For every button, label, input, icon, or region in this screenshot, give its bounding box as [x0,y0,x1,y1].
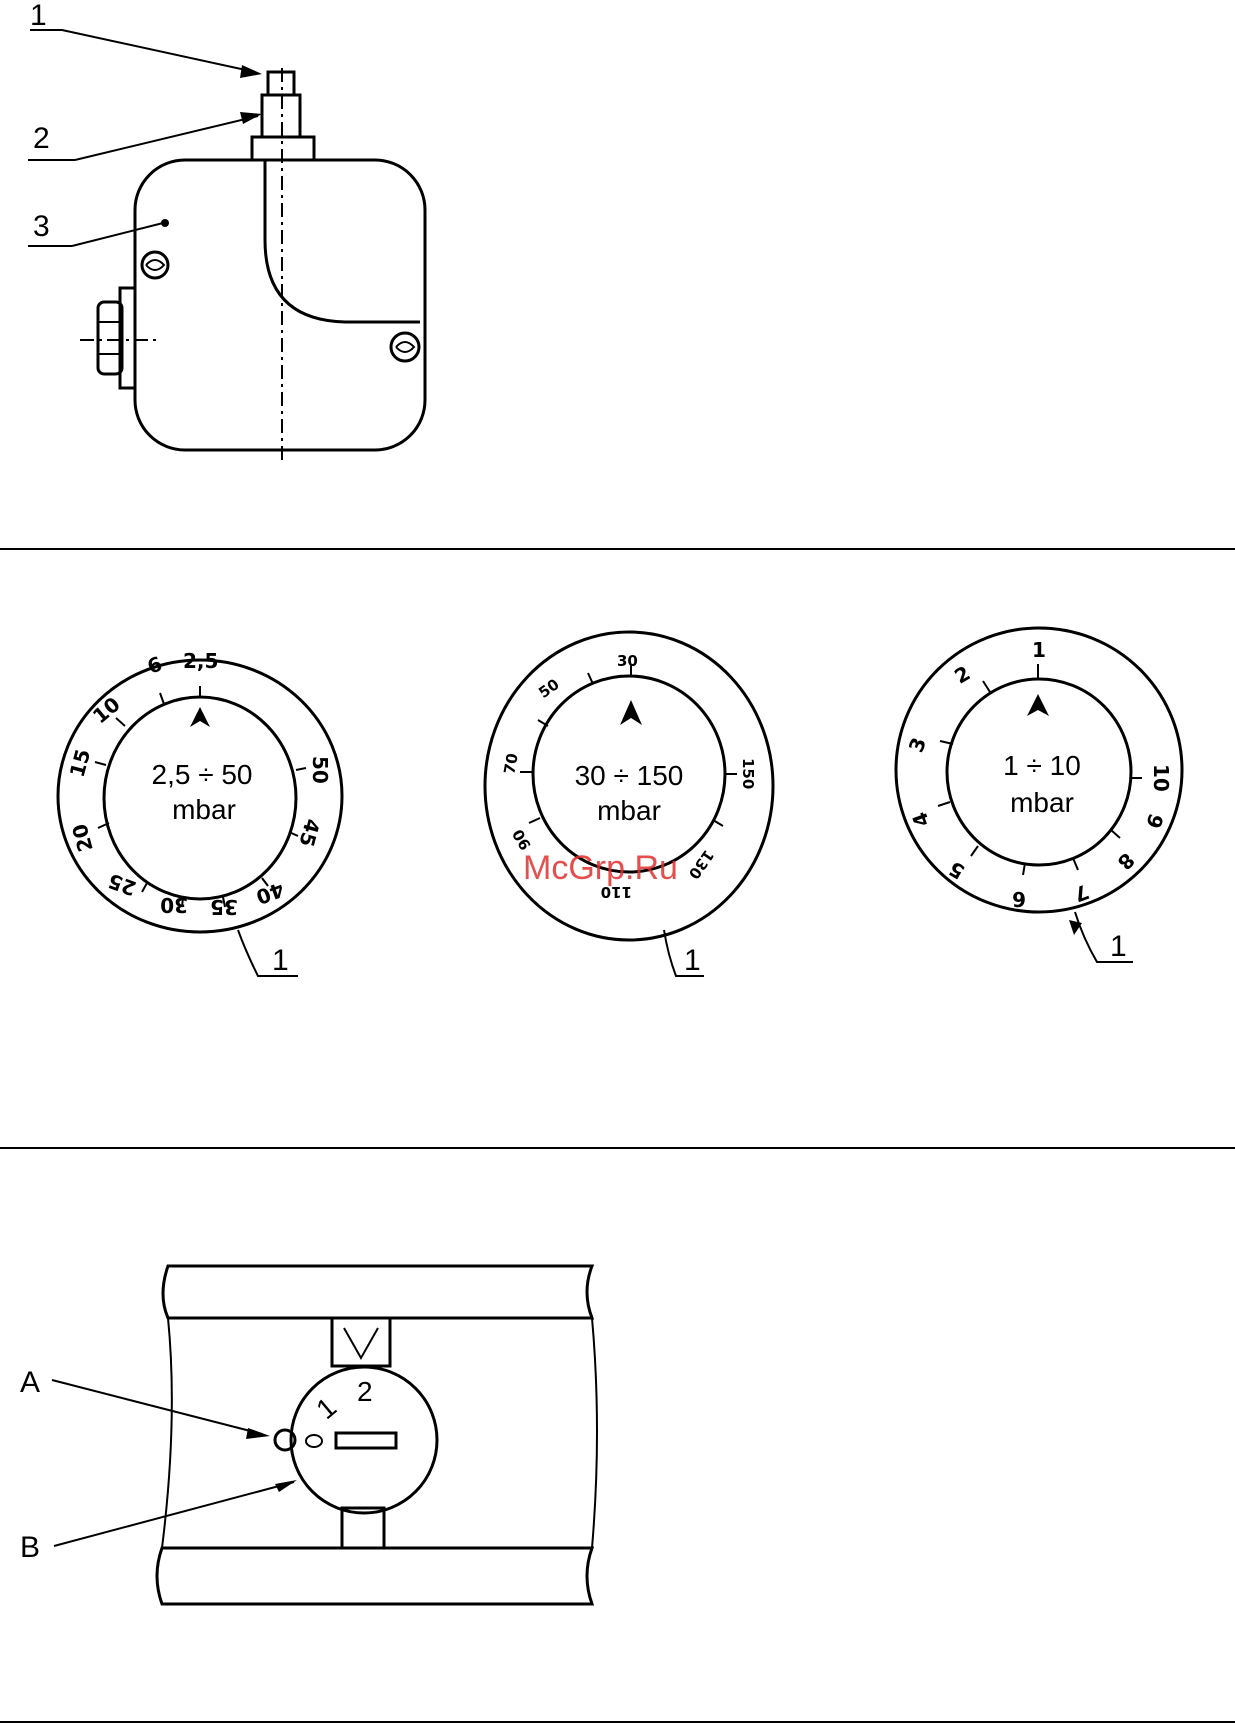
callout-1-label: 1 [30,0,47,32]
dial-c-scale-7: 7 [1071,880,1092,907]
dial-a-scale-2-5: 2,5 [183,649,218,673]
dial-1-10-mbar: 1 2 3 4 5 6 7 8 9 10 1 ÷ 10 mbar 1 [896,628,1182,963]
dial-a-callout: 1 [272,944,289,977]
callout-2: 2 [28,112,262,160]
dial-a-scale-40: 40 [253,877,287,909]
dial-a-scale-15: 15 [65,747,95,780]
dial-c-scale-2: 2 [950,661,974,689]
selector-drawing: 1 2 [157,1266,597,1604]
dial-b-scale-70: 70 [500,752,521,776]
dial-c-scale-3: 3 [904,734,931,755]
callout-3: 3 [28,210,163,246]
dial-c-callout: 1 [1110,930,1127,963]
dial-c-scale-1: 1 [1032,638,1046,662]
dial-b-scale-50: 50 [535,675,562,702]
pointer-arrow-icon [620,700,642,725]
dial-c-scale-9: 9 [1141,811,1168,832]
dial-a-scale-50: 50 [308,756,332,784]
dial-2-5-50-mbar: 2,5 6 10 15 20 25 30 35 40 45 50 2,5 ÷ 5… [58,649,342,977]
callout-b: B [20,1480,297,1564]
dial-b-scale-150: 150 [739,758,757,789]
dial-a-scale-10: 10 [88,692,125,728]
dial-b-unit: mbar [597,795,661,826]
pressure-switch-drawing [80,68,425,460]
callout-a-label: A [20,1366,40,1399]
dial-a-scale-30: 30 [160,893,188,917]
dial-c-scale-6: 6 [1012,887,1026,911]
selector-position-1: 1 [310,1391,342,1425]
dial-c-unit: mbar [1010,787,1074,818]
dial-30-150-mbar: 30 50 70 90 110 130 150 30 ÷ 150 mbar 1 [485,632,773,977]
dial-c-scale-8: 8 [1113,848,1140,875]
callout-3-label: 3 [33,210,50,243]
dial-a-range: 2,5 ÷ 50 [152,759,253,790]
pointer-arrow-icon [1027,694,1049,716]
dial-a-scale-20: 20 [67,821,97,854]
callout-1: 1 [30,0,262,78]
watermark: McGrp.Ru [523,849,678,887]
callout-b-label: B [20,1531,40,1564]
dial-a-scale-45: 45 [294,816,324,849]
dial-c-scale-4: 4 [907,809,934,830]
dial-a-scale-35: 35 [210,895,238,919]
dial-a-unit: mbar [172,794,236,825]
dial-c-scale-10: 10 [1149,764,1173,792]
dial-b-callout: 1 [684,944,701,977]
pointer-arrow-icon [190,707,210,727]
dial-b-scale-30: 30 [617,652,638,670]
callout-a: A [20,1366,270,1439]
dial-c-range: 1 ÷ 10 [1003,750,1081,781]
selector-position-2: 2 [357,1376,373,1407]
dial-c-scale-5: 5 [945,857,969,885]
dial-b-range: 30 ÷ 150 [575,760,684,791]
callout-2-label: 2 [33,122,50,155]
